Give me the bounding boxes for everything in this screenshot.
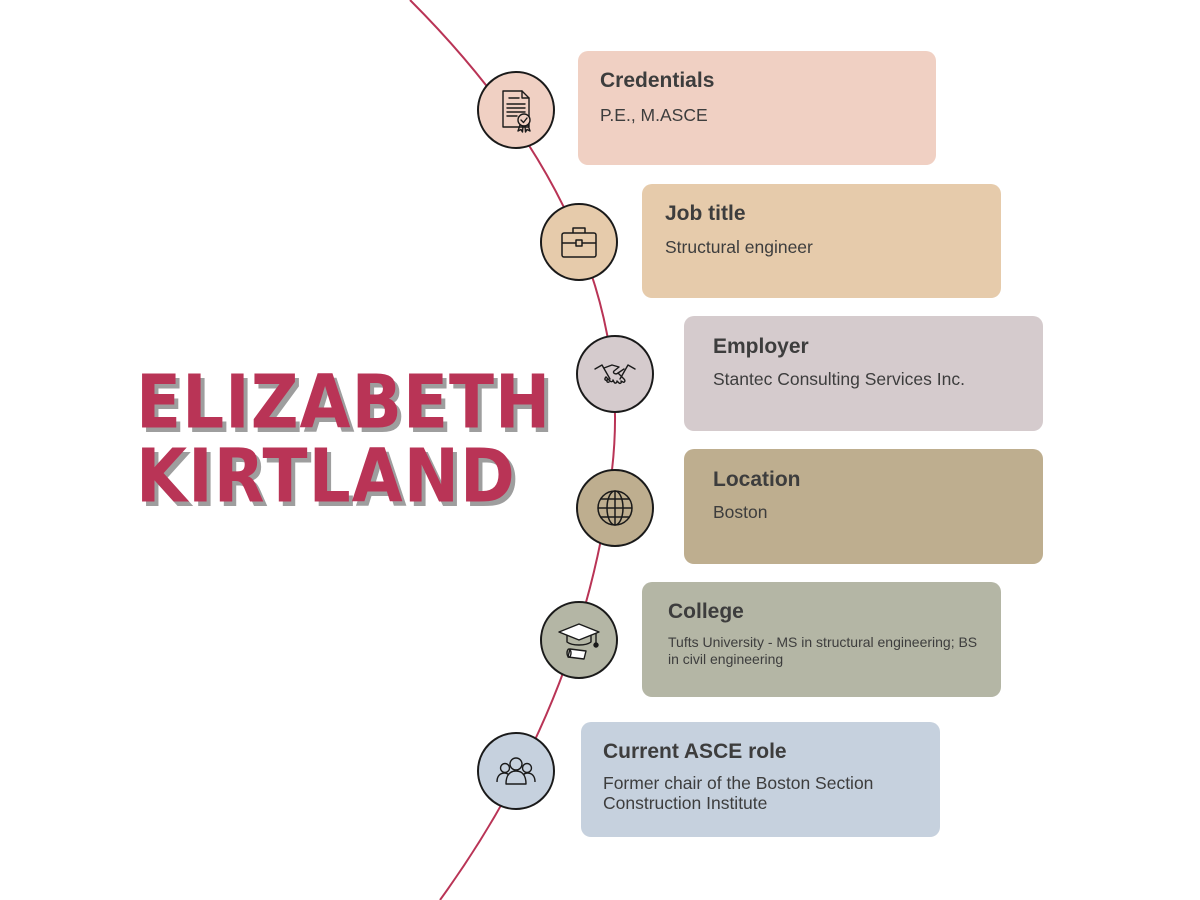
certificate-icon xyxy=(502,90,531,133)
card-text: P.E., M.ASCE xyxy=(600,105,708,125)
briefcase-icon xyxy=(561,227,597,258)
card-credentials: Credentials P.E., M.ASCE xyxy=(578,51,936,165)
card-text: Boston xyxy=(713,502,768,522)
college-circle xyxy=(540,601,618,679)
card-college: College Tufts University - MS in structu… xyxy=(642,582,1001,697)
asce-role-circle xyxy=(477,732,555,810)
handshake-icon xyxy=(594,364,636,385)
graduation-cap-icon xyxy=(558,623,600,660)
employer-circle xyxy=(576,335,654,413)
card-location: Location Boston xyxy=(684,449,1043,564)
card-text: Stantec Consulting Services Inc. xyxy=(713,369,965,389)
card-text: Tufts University - MS in structural engi… xyxy=(668,634,978,667)
person-first-name: ELIZABETH xyxy=(136,359,552,446)
card-title: College xyxy=(668,600,744,623)
card-current-asce-role: Current ASCE role Former chair of the Bo… xyxy=(581,722,940,837)
card-text: Former chair of the Boston Section Const… xyxy=(603,773,874,813)
card-employer: Employer Stantec Consulting Services Inc… xyxy=(684,316,1043,431)
card-title: Credentials xyxy=(600,69,715,92)
credentials-circle xyxy=(477,71,555,149)
card-job-title: Job title Structural engineer xyxy=(642,184,1001,298)
card-title: Job title xyxy=(665,202,746,225)
job-title-circle xyxy=(540,203,618,281)
group-icon xyxy=(496,757,536,785)
globe-icon xyxy=(597,490,633,526)
card-text: Structural engineer xyxy=(665,237,813,257)
card-title: Employer xyxy=(713,335,809,358)
card-title: Current ASCE role xyxy=(603,740,787,763)
card-title: Location xyxy=(713,468,801,491)
location-circle xyxy=(576,469,654,547)
person-last-name: KIRTLAND xyxy=(136,433,516,520)
